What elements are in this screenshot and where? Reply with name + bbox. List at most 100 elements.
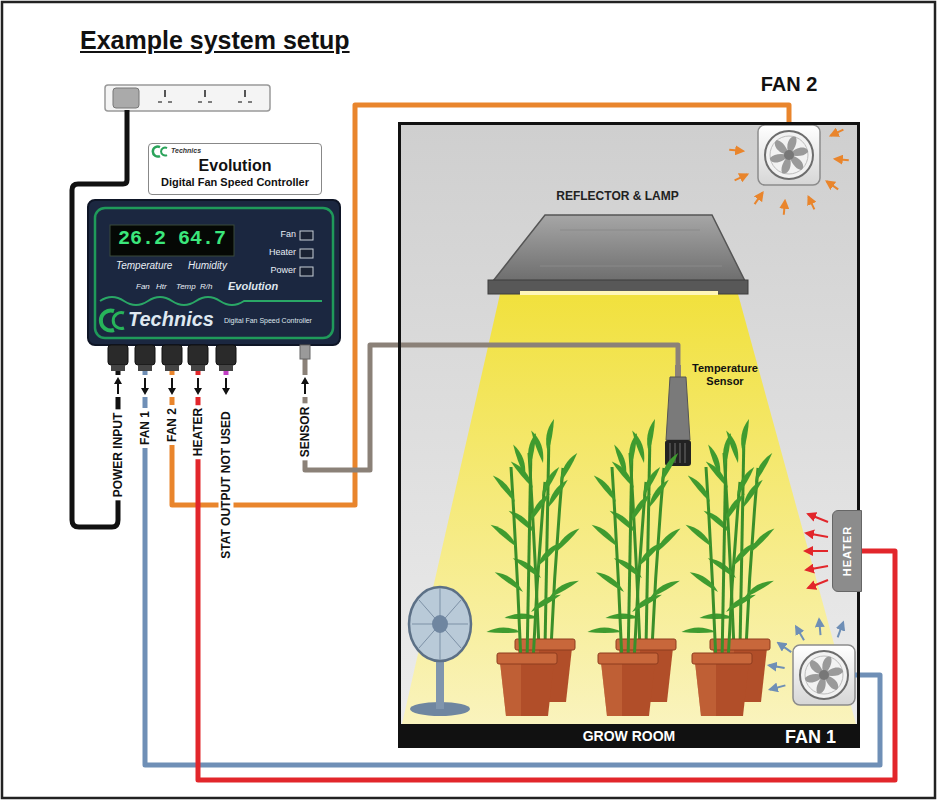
grow-room: GROW ROOM FAN 2 REFLECTOR & LAMP Temperatur… <box>398 122 860 748</box>
airflow-arrow <box>838 622 843 637</box>
arrow-patch <box>111 375 125 397</box>
airflow-arrow <box>808 197 814 210</box>
controller-body <box>88 200 340 345</box>
node-text: Temp <box>176 282 196 291</box>
plant <box>486 432 565 662</box>
flower-pot <box>692 653 752 716</box>
airflow-arrow <box>831 130 844 136</box>
heat-arrow <box>808 580 828 588</box>
cable-gland <box>191 365 205 371</box>
airflow-arrow <box>827 181 838 189</box>
reflector-lamp: REFLECTOR & LAMP <box>490 190 745 295</box>
heat-arrow <box>806 533 828 537</box>
node-text: Technics <box>171 147 201 155</box>
fan-icon <box>793 645 855 705</box>
power-strip <box>105 85 270 111</box>
temperature-sensor: Temperature Sensor <box>665 365 765 468</box>
sensor-socket <box>300 345 310 359</box>
node-text: Power <box>270 265 296 275</box>
cable-gland <box>216 345 236 365</box>
cable-gland <box>135 345 155 365</box>
fan-grill <box>412 588 468 660</box>
flower-pot <box>598 653 658 716</box>
flower-pot <box>497 653 557 716</box>
node-text: 64.7 <box>178 227 226 250</box>
direction-arrow <box>301 377 309 394</box>
node-text: FAN 1 <box>785 727 836 747</box>
led <box>300 267 313 276</box>
arrow-patch <box>165 375 179 397</box>
lamp-glow <box>520 291 718 295</box>
logo-mark <box>113 312 124 328</box>
sensor-neck <box>675 365 681 378</box>
wire <box>305 345 678 470</box>
airflow-arrow <box>819 619 820 635</box>
cable-gland <box>219 365 233 371</box>
node-text: Fan <box>136 282 150 291</box>
airflow-arrow <box>770 685 785 689</box>
light-cone <box>402 294 856 724</box>
pedestal-fan <box>436 655 444 709</box>
port-label: STAT OUTPUT NOT USED <box>219 408 234 562</box>
led <box>300 249 313 258</box>
airflow-arrow <box>735 174 748 180</box>
wire <box>145 345 880 765</box>
port-label: HEATER <box>191 405 206 459</box>
arrow-patch <box>191 375 205 397</box>
cable-gland <box>111 365 125 371</box>
reflector <box>493 215 745 281</box>
intake-fan: FAN 1 <box>793 645 855 705</box>
port-label: FAN 2 <box>165 405 180 445</box>
airflow-arrow <box>778 643 791 652</box>
controller-trim <box>95 208 333 338</box>
node-text: Heater <box>269 247 296 257</box>
arrow-patch <box>298 375 312 397</box>
heat-arrow <box>805 550 828 552</box>
node-text: Evolution <box>228 280 278 293</box>
plant <box>681 432 760 662</box>
cable-gland <box>188 345 208 365</box>
controller-label-plate: TechnicsEvolutionDigital Fan Speed Contr… <box>148 143 322 195</box>
node-text: REFLECTOR & LAMP <box>556 190 678 204</box>
node-text: Temperature <box>116 260 172 272</box>
node-text: Humidity <box>188 260 227 272</box>
direction-arrow <box>141 378 149 395</box>
wire <box>198 345 895 780</box>
pedestal-fan <box>409 587 471 661</box>
airflow-arrow <box>769 665 785 668</box>
fan-speed-controller: 26.264.7FanHeaterPowerTemperatureHumidit… <box>88 200 340 345</box>
wire <box>172 105 789 505</box>
node-text: Evolution <box>199 157 272 175</box>
cable-gland <box>165 365 179 371</box>
node-text: Digital Fan Speed Controller <box>224 317 312 325</box>
display-window <box>110 225 234 256</box>
diagram-title: Example system setup <box>80 26 350 55</box>
logo-mark <box>153 147 160 157</box>
direction-arrow <box>168 378 176 395</box>
fan-icon <box>758 125 820 185</box>
plant <box>587 432 666 662</box>
node-text: Fan <box>280 229 296 239</box>
node-text: Digital Fan Speed Controller <box>161 176 309 189</box>
port-label: FAN 1 <box>138 408 153 448</box>
room-interior <box>401 125 857 724</box>
socket-mark <box>204 90 206 97</box>
extract-fan: FAN 2 <box>758 125 820 185</box>
airflow-arrow <box>835 159 849 160</box>
direction-arrow <box>114 377 122 394</box>
airflow-arrow <box>784 201 785 215</box>
node-text: 26.2 <box>118 227 166 250</box>
heat-arrow <box>806 566 828 570</box>
airflow-arrows <box>769 619 843 689</box>
node-text: R/h <box>200 282 212 291</box>
arrow-patch <box>138 375 152 397</box>
sensor-body <box>666 377 690 440</box>
cable-gland <box>138 365 152 371</box>
node-text: GROW ROOM <box>583 727 676 745</box>
airflow-arrow <box>729 150 743 151</box>
